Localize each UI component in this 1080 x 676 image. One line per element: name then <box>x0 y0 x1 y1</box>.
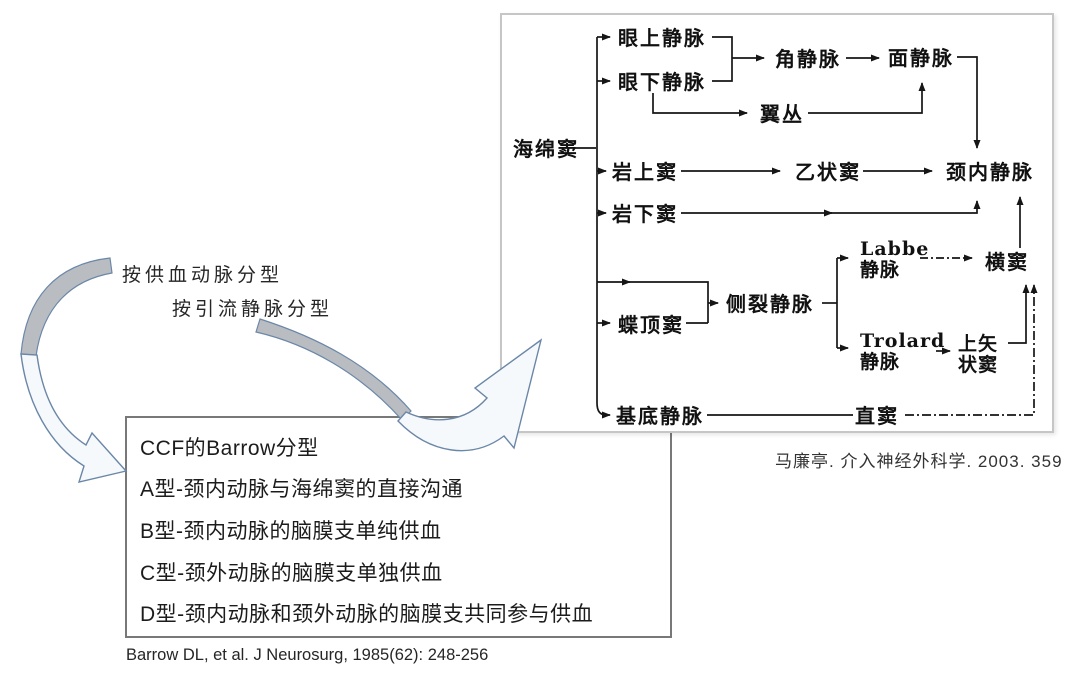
sss-line1: 上矢 <box>958 333 999 355</box>
node-superior-ophthalmic-vein: 眼上静脉 <box>618 26 706 50</box>
labbe-line1: Labbe <box>860 238 930 260</box>
labbe-line2: 静脉 <box>860 259 901 281</box>
node-cavernous-sinus: 海绵窦 <box>513 137 579 161</box>
trolard-line2: 静脉 <box>860 351 901 373</box>
node-sylvian-vein: 侧裂静脉 <box>726 292 814 316</box>
node-inferior-petrosal-sinus: 岩下窦 <box>612 202 678 226</box>
node-internal-jugular-vein: 颈内静脉 <box>946 160 1034 184</box>
node-basal-vein: 基底静脉 <box>616 404 704 428</box>
node-pterygoid-plexus: 翼丛 <box>760 102 804 126</box>
node-angular-vein: 角静脉 <box>775 47 841 71</box>
classification-type-a: A型-颈内动脉与海绵窦的直接沟通 <box>140 478 463 502</box>
node-sigmoid-sinus: 乙状窦 <box>795 160 861 184</box>
citation-barrow-paper: Barrow DL, et al. J Neurosurg, 1985(62):… <box>126 646 489 664</box>
node-facial-vein: 面静脉 <box>888 46 954 70</box>
node-sphenoparietal-sinus: 蝶顶窦 <box>618 313 684 337</box>
node-straight-sinus: 直窦 <box>855 404 899 428</box>
node-transverse-sinus: 横窦 <box>985 250 1029 274</box>
classification-type-c: C型-颈外动脉的脑膜支单独供血 <box>140 561 443 585</box>
curved-arrow-down-icon <box>20 257 128 483</box>
node-superior-sagittal-sinus: 上矢 状窦 <box>958 334 998 376</box>
trolard-line1: Trolard <box>860 330 946 352</box>
barrow-classification-box: CCF的Barrow分型 A型-颈内动脉与海绵窦的直接沟通 B型-颈内动脉的脑膜… <box>125 416 672 638</box>
classification-type-b: B型-颈内动脉的脑膜支单纯供血 <box>140 519 442 543</box>
citation-diagram-source: 马廉亭. 介入神经外科学. 2003. 359 <box>775 452 1063 471</box>
label-by-feeding-artery: 按供血动脉分型 <box>122 265 284 286</box>
classification-title: CCF的Barrow分型 <box>140 436 319 460</box>
node-superior-petrosal-sinus: 岩上窦 <box>612 160 678 184</box>
node-inferior-ophthalmic-vein: 眼下静脉 <box>618 70 706 94</box>
classification-type-d: D型-颈内动脉和颈外动脉的脑膜支共同参与供血 <box>140 603 594 627</box>
sss-line2: 状窦 <box>958 354 999 376</box>
label-by-draining-vein: 按引流静脉分型 <box>172 299 334 320</box>
node-trolard-vein: Trolard 静脉 <box>860 331 945 373</box>
node-labbe-vein: Labbe 静脉 <box>860 239 929 281</box>
